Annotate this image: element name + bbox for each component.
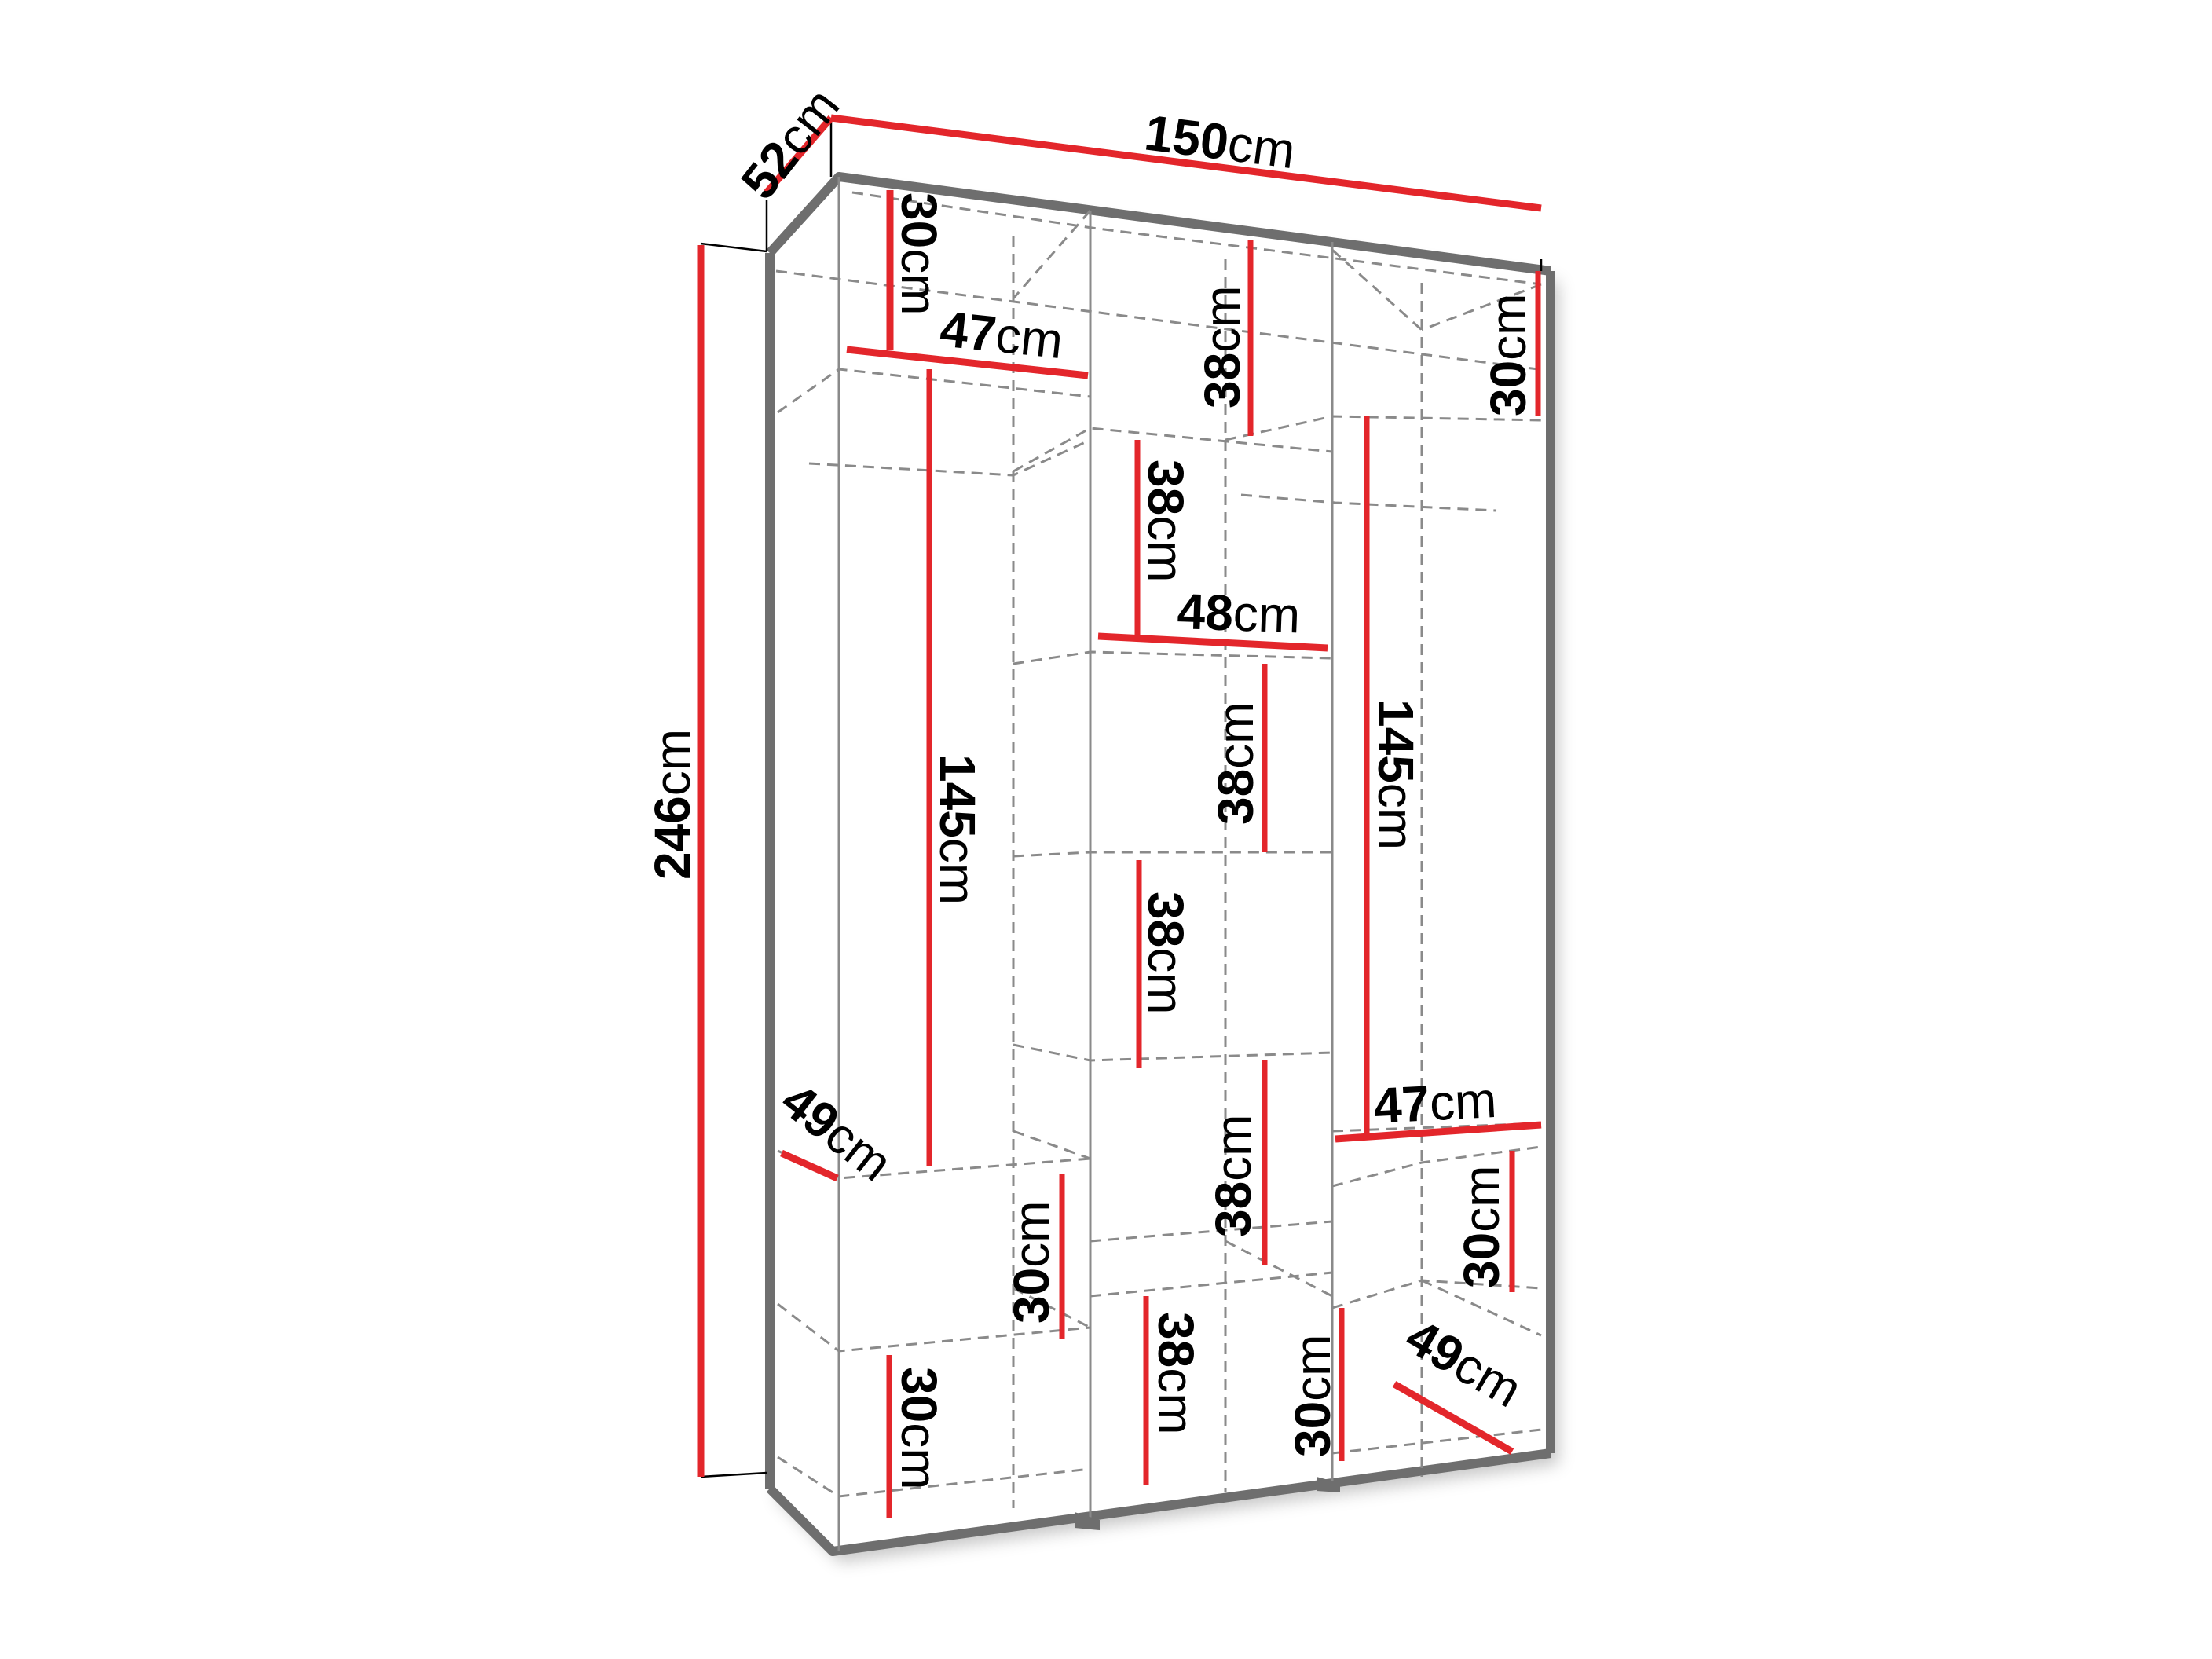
dim-label: 30cm [1480, 294, 1536, 417]
dim-label: 38cm [1137, 892, 1194, 1015]
dim-label: 38cm [1205, 1115, 1262, 1238]
width-label: 150cm [1141, 104, 1298, 179]
hidden-edges [775, 191, 1542, 1508]
dim-label: 38cm [1207, 702, 1264, 826]
dim-label: 145cm [1368, 699, 1424, 850]
interior-dimensions [780, 190, 1542, 1518]
cabinet-frame [765, 172, 1555, 1556]
dim-label: 30cm [1284, 1335, 1341, 1458]
dim-label: 48cm [1177, 583, 1302, 643]
dim-label: 145cm [929, 754, 986, 905]
dim-label: 38cm [1137, 460, 1194, 583]
dim-label: 47cm [1372, 1071, 1498, 1134]
dim-label: 47cm [938, 300, 1066, 369]
overall-dimensions [697, 114, 1543, 1478]
dim-label: 38cm [1148, 1312, 1204, 1435]
height-label: 246cm [644, 729, 701, 880]
width-dimension-line [830, 114, 1542, 212]
cabinet-outline [770, 177, 1551, 1551]
dim-label: 30cm [1003, 1201, 1060, 1324]
dim-label: 30cm [891, 1367, 947, 1490]
depth-dimension-line [764, 115, 834, 195]
dim-label: 38cm [1194, 286, 1251, 409]
dim-label: 30cm [1453, 1166, 1510, 1289]
dim-label: 30cm [891, 192, 947, 316]
